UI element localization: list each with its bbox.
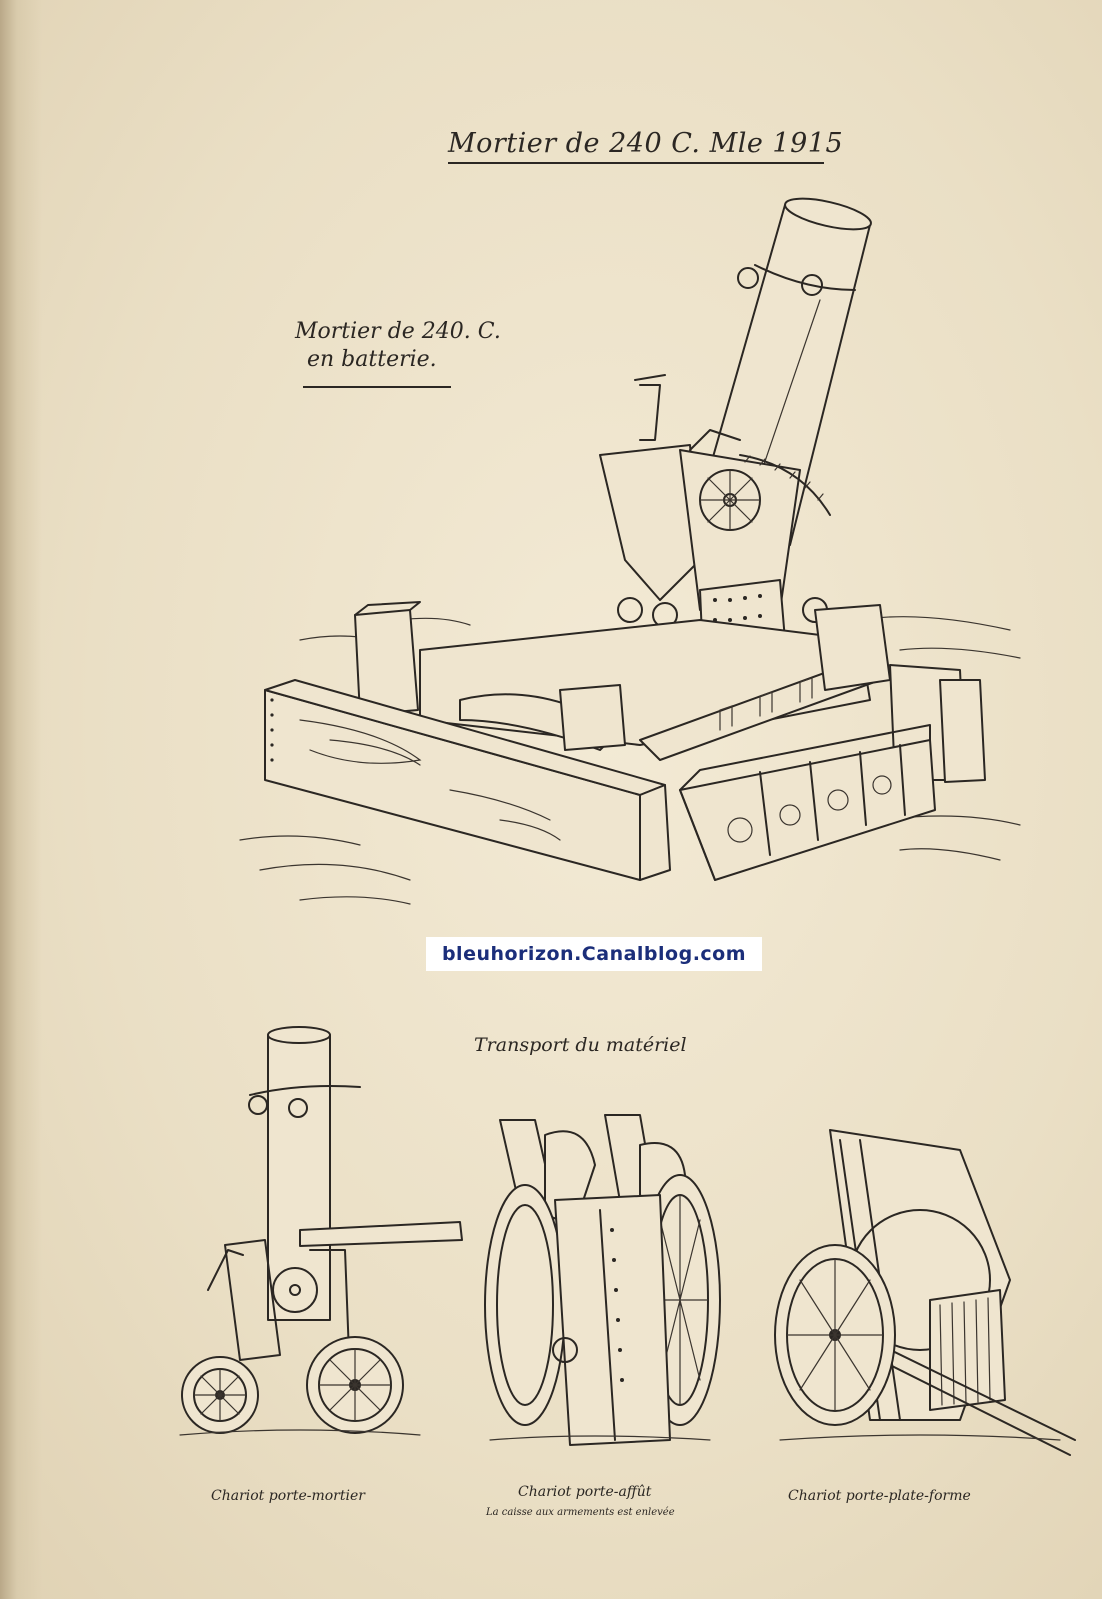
- main-caption-underline: [303, 386, 451, 388]
- platform-beam: [264, 679, 671, 881]
- figure-3-caption: Chariot porte-plate-forme: [788, 1488, 971, 1504]
- mortar-carriage-drawing: [179, 1026, 463, 1436]
- ammunition-crates: [679, 724, 936, 881]
- page-title: Mortier de 240 C. Mle 1915: [448, 128, 844, 159]
- figure-2-caption: Chariot porte-affût: [518, 1484, 652, 1500]
- page-binding-edge: [0, 0, 42, 1599]
- main-figure-caption: Mortier de 240. C. en batterie.: [295, 318, 515, 374]
- watermark-text: bleuhorizon.Canalblog.com: [441, 943, 747, 965]
- watermark-banner: bleuhorizon.Canalblog.com: [426, 937, 762, 971]
- figure-2-subcaption: La caisse aux armements est enlevée: [486, 1507, 675, 1518]
- platform-cart-drawing: [774, 1129, 1076, 1456]
- mortar-platform: [354, 601, 986, 783]
- figure-1-caption: Chariot porte-mortier: [211, 1488, 365, 1504]
- gun-carriage-cart-drawing: [484, 1114, 721, 1446]
- main-caption-line-1: Mortier de 240. C.: [295, 319, 501, 344]
- transport-section-title: Transport du matériel: [474, 1034, 687, 1056]
- title-underline: [448, 162, 824, 164]
- main-caption-line-2: en batterie.: [307, 347, 437, 372]
